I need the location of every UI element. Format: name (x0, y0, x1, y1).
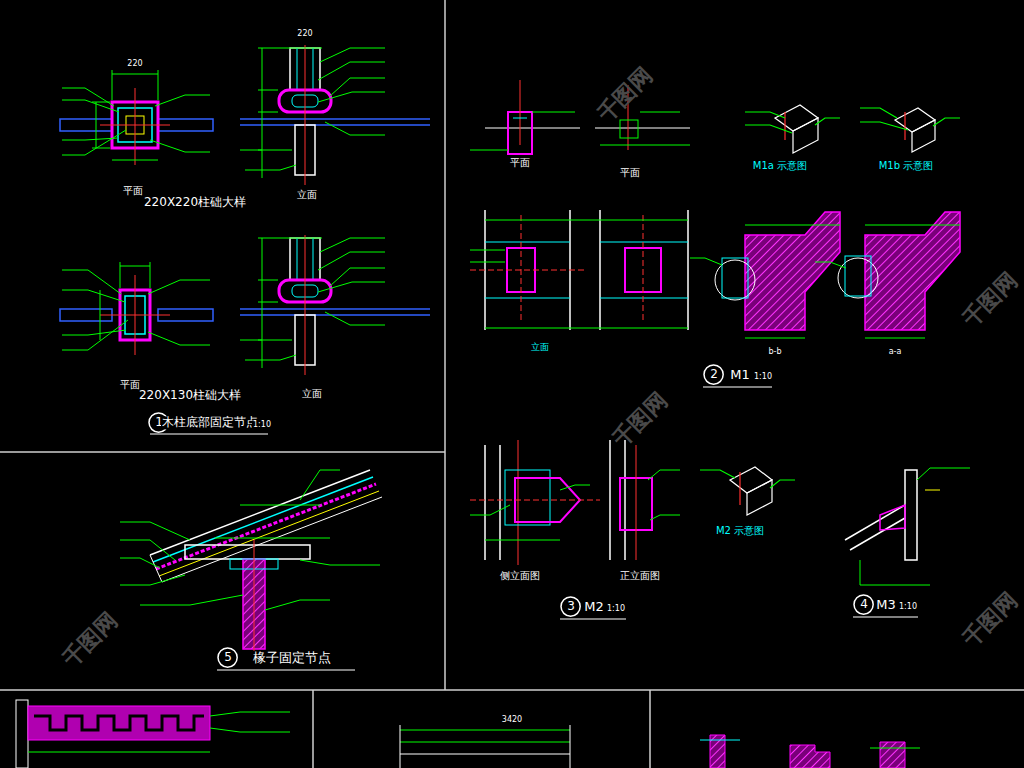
callout-number: 2 (703, 368, 724, 381)
column-base-elevation (240, 235, 430, 375)
drawing-title: 220X220柱础大样 (143, 196, 247, 209)
view-name: M1a 示意图 (752, 160, 808, 171)
m2-elevation (470, 440, 680, 565)
view-name: 立面 (296, 189, 318, 200)
callout-number: 5 (217, 651, 238, 664)
column-base-elevation (240, 45, 430, 185)
column-base-plan (60, 70, 213, 165)
view-name: 立面 (301, 388, 323, 399)
view-name: 侧立面图 (499, 570, 541, 581)
m2-isometric (700, 467, 795, 515)
scale-text: 1:10 (606, 605, 626, 614)
callout-number: 4 (853, 598, 874, 611)
view-name: M1b 示意图 (878, 160, 935, 171)
section-mark: b-b (767, 348, 782, 357)
view-name: M2 示意图 (715, 525, 765, 536)
column-base-plan (60, 262, 213, 355)
m3-detail (845, 468, 970, 585)
watermark: 千图网 (57, 607, 122, 672)
view-name: 正立面图 (619, 570, 661, 581)
detail-title: M3 (875, 598, 897, 612)
detail-title: M2 (583, 600, 605, 614)
detail-title: 木柱底部固定节点 (161, 416, 259, 429)
view-name: 立面 (530, 343, 550, 353)
m1-section (690, 212, 960, 338)
callout-circle: 5 (217, 647, 238, 668)
bottom-details (16, 700, 920, 768)
scale-text: 1:10 (753, 373, 773, 382)
scale-text: 1:10 (898, 603, 918, 612)
m1-elevation (470, 210, 688, 330)
title-underline (150, 387, 918, 670)
view-name: 平面 (119, 379, 141, 390)
view-name: 平面 (619, 167, 641, 178)
drawing-title: 220X130柱础大样 (138, 389, 242, 402)
callout-number: 3 (560, 600, 581, 613)
dimension: 220 (296, 30, 313, 39)
view-name: 平面 (509, 157, 531, 168)
watermark: 千图网 (592, 62, 657, 127)
view-name: 平面 (122, 185, 144, 196)
dimension: 3420 (501, 716, 523, 725)
section-mark: a-a (888, 348, 903, 357)
scale-text: 1:10 (252, 421, 272, 430)
detail-title: 椽子固定节点 (252, 651, 332, 665)
watermark: 千图网 (957, 587, 1022, 652)
callout-circle: 3 (560, 596, 581, 617)
watermark: 千图网 (957, 267, 1022, 332)
callout-circle: 2 (703, 364, 724, 385)
m1-plans (470, 80, 690, 154)
detail-title: M1 (729, 368, 751, 382)
m1-isometric (745, 105, 960, 153)
callout-circle: 4 (853, 594, 874, 615)
rafter-detail (120, 470, 382, 655)
dimension: 220 (126, 60, 143, 69)
watermark: 千图网 (607, 387, 672, 452)
